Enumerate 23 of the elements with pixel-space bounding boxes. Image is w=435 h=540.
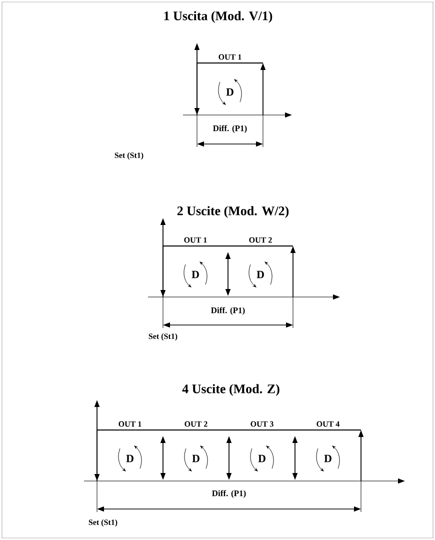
differential-label: D — [256, 270, 264, 278]
dimension-label: Diff. (P1) — [212, 490, 246, 498]
output-label: OUT 2 — [249, 237, 272, 243]
output-label: OUT 2 — [184, 421, 208, 427]
setpoint-label: Set (St1) — [88, 519, 118, 527]
output-label: OUT 4 — [316, 421, 340, 427]
setpoint-label: Set (St1) — [114, 152, 144, 160]
differential-label: D — [126, 454, 134, 462]
differential-label: D — [192, 454, 200, 462]
differential-label: D — [226, 88, 234, 96]
differential-label: D — [192, 270, 199, 278]
dimension-label: Diff. (P1) — [213, 125, 247, 133]
setpoint-label: Set (St1) — [148, 333, 178, 341]
section-heading: 2 Uscite (Mod. W/2) — [177, 206, 289, 218]
output-label: OUT 1 — [218, 54, 242, 60]
output-label: OUT 1 — [118, 421, 142, 427]
output-label: OUT 1 — [184, 237, 207, 243]
section-heading: 1 Uscita (Mod. V/1) — [164, 11, 272, 23]
output-label: OUT 3 — [250, 421, 274, 427]
differential-label: D — [258, 454, 266, 462]
section-heading: 4 Uscite (Mod. Z) — [182, 384, 280, 396]
differential-label: D — [324, 454, 332, 462]
dimension-label: Diff. (P1) — [211, 307, 245, 315]
